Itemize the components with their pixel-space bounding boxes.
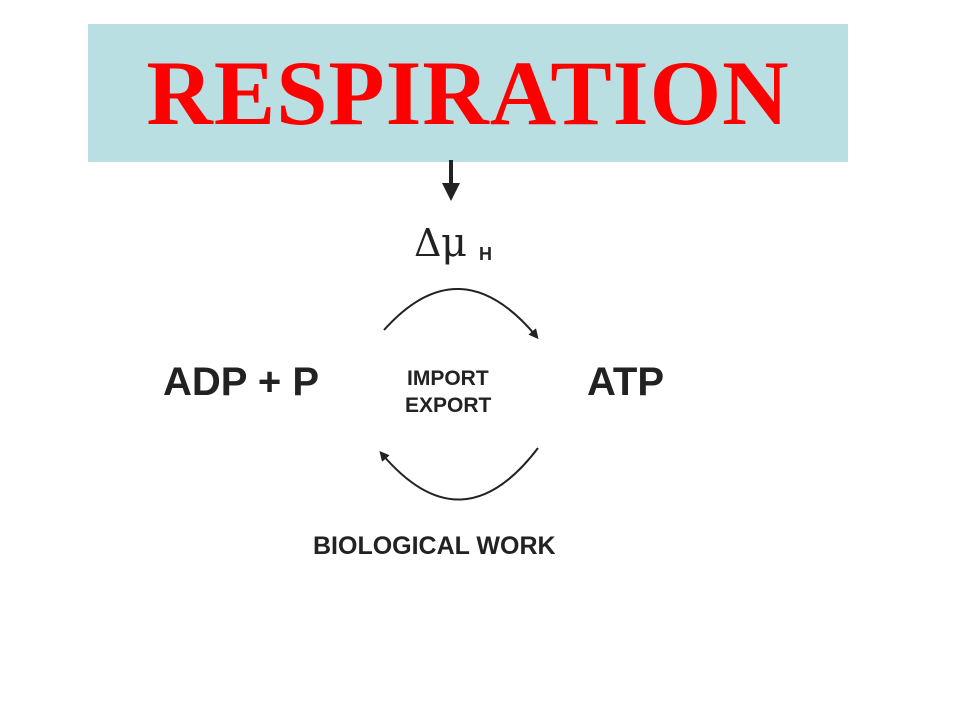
atp-label: ATP [587, 360, 664, 404]
delta-symbol: Δ [414, 221, 441, 265]
title-banner: RESPIRATION [88, 24, 848, 162]
export-label: EXPORT [405, 394, 492, 417]
bottom-cycle-arrow-icon [379, 447, 539, 501]
down-arrow-icon [442, 160, 460, 201]
top-cycle-arrow-icon [383, 287, 539, 340]
slide-title: RESPIRATION [146, 42, 790, 144]
mu-symbol: μ [441, 220, 467, 266]
adp-label: ADP + P [163, 360, 319, 404]
import-label: IMPORT [407, 367, 489, 390]
mu-subscript: H [479, 244, 492, 264]
biological-work-label: BIOLOGICAL WORK [313, 532, 556, 560]
